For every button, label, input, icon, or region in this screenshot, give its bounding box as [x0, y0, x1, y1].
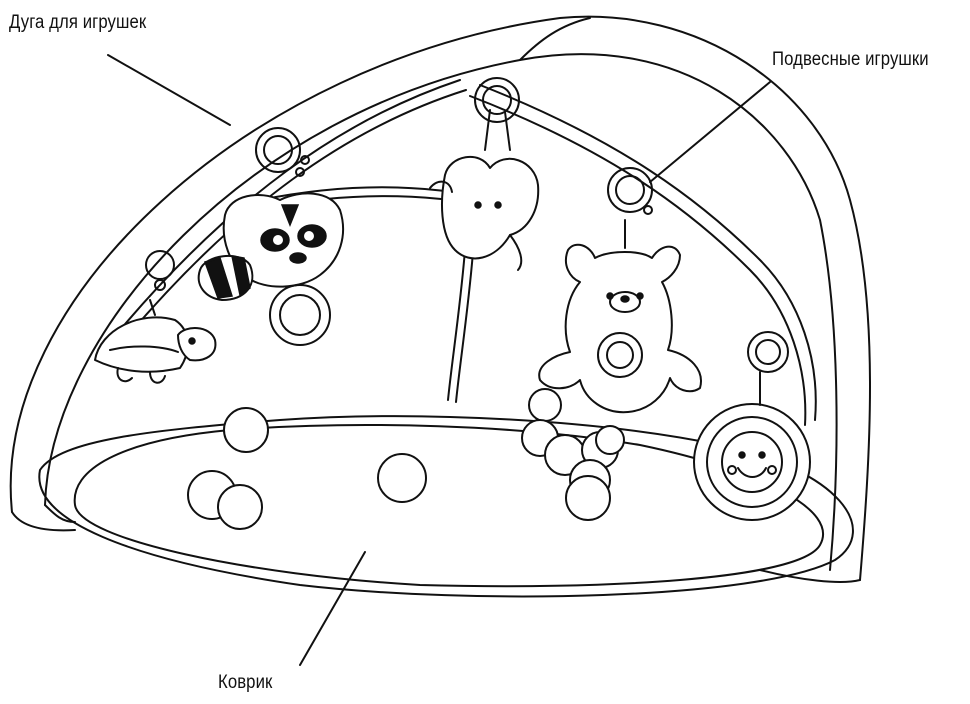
label-hanging-toys: Подвесные игрушки	[772, 49, 929, 71]
arch-leader-line	[108, 55, 230, 125]
bear-toy	[539, 220, 701, 412]
toys-leader-line	[650, 82, 770, 182]
label-toy-arch: Дуга для игрушек	[9, 12, 146, 34]
raccoon-toy	[199, 193, 343, 345]
turtle-toy	[95, 300, 215, 383]
elephant-toy	[430, 110, 538, 270]
label-mat: Коврик	[218, 672, 272, 694]
mat-leader-line	[300, 552, 365, 665]
sun-mirror-toy	[694, 372, 810, 520]
